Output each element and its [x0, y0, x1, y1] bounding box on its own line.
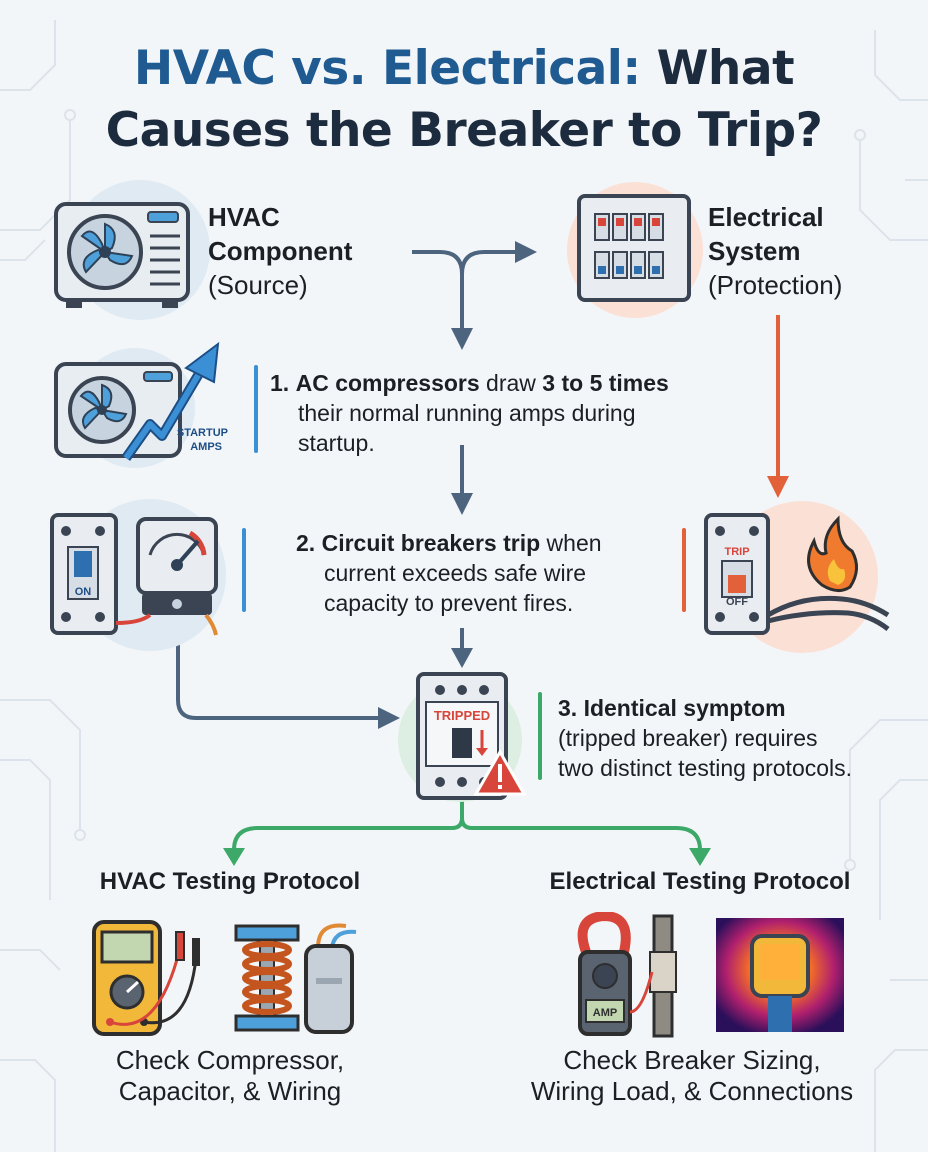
step1-line2: their normal running amps during — [298, 400, 636, 426]
hvac-node-line3: (Source) — [208, 270, 308, 300]
tripped-breaker-warning-icon: TRIPPED — [398, 672, 527, 802]
step1-mid: draw — [479, 370, 543, 396]
ac-startup-icon: STARTUP AMPS — [54, 341, 228, 468]
electrical-protocol-line2: Wiring Load, & Connections — [530, 1076, 854, 1106]
step2-bold: Circuit breakers trip — [321, 530, 541, 556]
step2-mid: when — [540, 530, 602, 556]
page-title: HVAC vs. Electrical: What Causes the Bre… — [0, 38, 928, 162]
startup-label-line1: STARTUP — [177, 427, 228, 439]
tripped-label: TRIPPED — [434, 708, 490, 723]
step3-line3: two distinct testing protocols. — [558, 755, 853, 781]
title-line1-rest: What — [640, 41, 795, 96]
step2-num: 2. — [296, 530, 316, 556]
hvac-protocol-caption: Check Compressor, Capacitor, & Wiring — [40, 1045, 420, 1107]
hvac-node-line2: Component — [208, 236, 353, 266]
step-3: 3. Identical symptom (tripped breaker) r… — [558, 693, 918, 783]
step2-line2: current exceeds safe wire — [324, 560, 587, 586]
capacitor-icon — [304, 923, 357, 1034]
step1-num: 1. — [270, 370, 290, 396]
breaker-off-label: OFF — [726, 596, 748, 608]
step3-bold: Identical symptom — [583, 695, 786, 721]
startup-label-line2: AMPS — [190, 441, 222, 453]
electrical-node-line3: (Protection) — [708, 270, 843, 300]
step3-accent-bar — [538, 692, 542, 780]
step-1: 1. AC compressors draw 3 to 5 times thei… — [270, 368, 730, 458]
step1-accent-bar — [254, 365, 258, 453]
step1-line3: startup. — [298, 430, 375, 456]
ac-unit-icon — [54, 180, 210, 320]
step2-accent-bar — [242, 528, 246, 612]
clamp-meter-icon: AMP — [577, 912, 677, 1038]
multimeter-icon — [92, 920, 200, 1036]
motor-coil-icon — [234, 924, 300, 1032]
electrical-node-label: Electrical System (Protection) — [708, 200, 842, 302]
step-2: 2. Circuit breakers trip when current ex… — [296, 528, 676, 618]
hvac-node-line1: HVAC — [208, 202, 280, 232]
step3-line2: (tripped breaker) requires — [558, 725, 818, 751]
hvac-protocol-line1: Check Compressor, — [115, 1045, 345, 1075]
electrical-node-line2: System — [708, 236, 801, 266]
step1-bold2: 3 to 5 times — [542, 370, 669, 396]
step2-line3: capacity to prevent fires. — [324, 590, 574, 616]
title-accent: HVAC vs. Electrical: — [133, 41, 641, 96]
thermal-camera-icon — [716, 918, 844, 1032]
breaker-trip-fire-icon: TRIP OFF — [704, 501, 890, 653]
electrical-node-line1: Electrical — [708, 202, 824, 232]
step3-num: 3. — [558, 695, 578, 721]
breaker-on-label: ON — [75, 586, 92, 598]
title-line2: Causes the Breaker to Trip? — [105, 103, 823, 158]
electrical-protocol-title: Electrical Testing Protocol — [549, 868, 851, 895]
hvac-node-label: HVAC Component (Source) — [208, 200, 352, 302]
amp-label: AMP — [593, 1007, 617, 1019]
hvac-protocol-line2: Capacitor, & Wiring — [118, 1076, 342, 1106]
breaker-trip-label: TRIP — [724, 546, 749, 558]
electrical-protocol-line1: Check Breaker Sizing, — [563, 1045, 821, 1075]
breaker-panel-icon — [567, 182, 703, 318]
step1-bold: AC compressors — [295, 370, 480, 396]
breaker-on-meter-icon: ON — [50, 499, 226, 651]
electrical-protocol-caption: Check Breaker Sizing, Wiring Load, & Con… — [492, 1045, 892, 1107]
electrical-accent-bar — [682, 528, 686, 612]
hvac-protocol-title: HVAC Testing Protocol — [99, 868, 361, 895]
